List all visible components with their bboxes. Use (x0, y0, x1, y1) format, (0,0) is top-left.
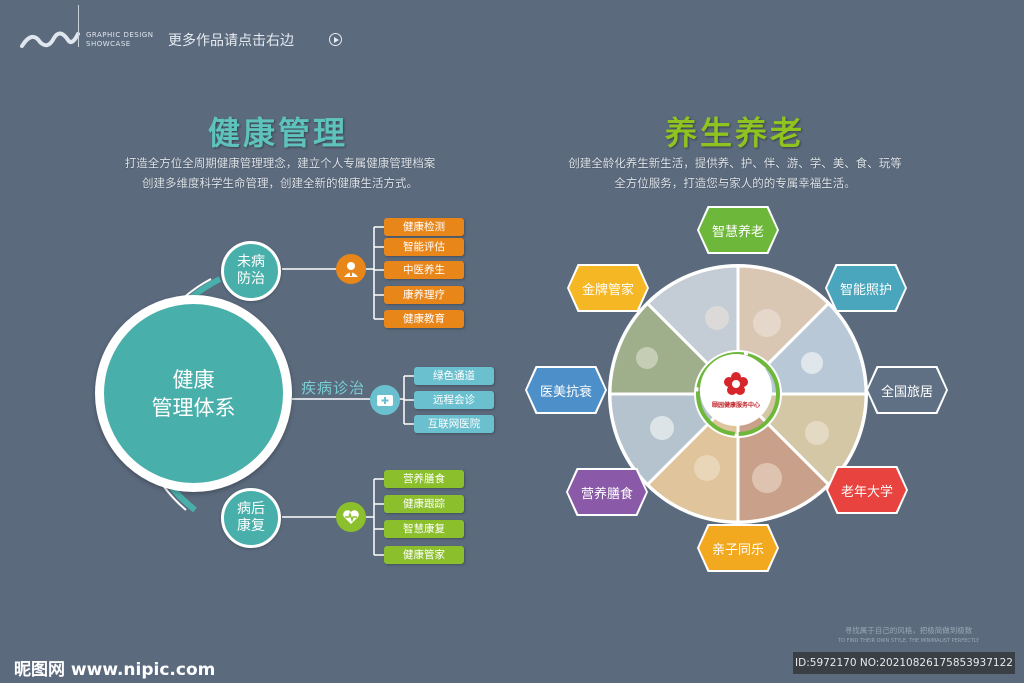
heart-pulse-icon (336, 502, 366, 532)
hex-nutrition-label: 营养膳食 (568, 470, 646, 514)
hex-butler-label: 金牌管家 (569, 266, 647, 310)
hex-beauty[interactable]: 医美抗衰 (525, 366, 607, 414)
recovery-line2: 康复 (237, 518, 265, 534)
center-line2: 管理体系 (151, 395, 236, 420)
tag-therapy: 康养理疗 (384, 286, 464, 304)
header-divider (78, 5, 79, 47)
footer-slogan: 寻找属于自己的风格，把极简做到极致 TO FIND THEIR OWN STYL… (838, 626, 979, 646)
hex-smart-care[interactable]: 智能照护 (825, 264, 907, 312)
health-system-circle: 健康 管理体系 (95, 295, 292, 492)
prevention-line2: 防治 (237, 271, 265, 287)
doctor-icon (336, 254, 366, 284)
logo-text: 颐园健康服务中心 (711, 402, 760, 409)
tag-green-channel: 绿色通道 (414, 367, 494, 385)
hex-family-fun-label: 亲子同乐 (699, 526, 777, 570)
hex-family-fun[interactable]: 亲子同乐 (697, 524, 779, 572)
hex-travel[interactable]: 全国旅居 (866, 366, 948, 414)
recovery-circle: 病后 康复 (221, 488, 281, 548)
tag-tracking: 健康跟踪 (384, 495, 464, 513)
right-desc: 创建全龄化养生新生活，提供养、护、伴、游、学、美、食、玩等 全方位服务，打造您与… (525, 153, 945, 193)
flower-logo-icon (724, 372, 748, 395)
tag-smart-eval: 智能评估 (384, 238, 464, 256)
left-desc-line2: 创建多维度科学生命管理，创建全新的健康生活方式。 (142, 176, 418, 190)
slogan-line2: TO FIND THEIR OWN STYLE, THE MINIMALIST … (838, 638, 980, 644)
brand-line1: GRAPHIC DESIGN (86, 31, 154, 39)
tag-internet-hospital: 互联网医院 (414, 415, 494, 433)
hex-smart-elderly[interactable]: 智慧养老 (697, 206, 779, 254)
hex-butler[interactable]: 金牌管家 (567, 264, 649, 312)
medkit-icon (370, 385, 400, 415)
brand-line2: SHOWCASE (86, 40, 131, 48)
center-line1: 健康 (172, 367, 215, 392)
hex-nutrition[interactable]: 营养膳食 (566, 468, 648, 516)
tag-tcm: 中医养生 (384, 261, 464, 279)
hex-senior-univ[interactable]: 老年大学 (826, 466, 908, 514)
right-desc-line2: 全方位服务，打造您与家人的的专属幸福生活。 (614, 176, 856, 190)
watermark: 昵图网 www.nipic.com (14, 660, 216, 680)
prevention-circle: 未病 防治 (221, 241, 281, 301)
hex-smart-care-label: 智能照护 (827, 266, 905, 310)
id-bar: ID:5972170 NO:20210826175853937122 (793, 652, 1015, 674)
center-logo: 颐园健康服务中心 (700, 354, 772, 426)
tag-nutrition: 营养膳食 (384, 470, 464, 488)
tag-remote-consult: 远程会诊 (414, 391, 494, 409)
tag-health-check: 健康检测 (384, 218, 464, 236)
left-title: 健康管理 (208, 114, 349, 152)
recovery-line1: 病后 (237, 501, 265, 517)
more-works-link[interactable]: 更多作品请点击右边 (168, 33, 294, 49)
hex-beauty-label: 医美抗衰 (527, 368, 605, 412)
hex-smart-elderly-label: 智慧养老 (699, 208, 777, 252)
hex-travel-label: 全国旅居 (868, 368, 946, 412)
left-desc-line1: 打造全方位全周期健康管理理念，建立个人专属健康管理档案 (124, 156, 436, 170)
tag-smart-rehab: 智慧康复 (384, 520, 464, 538)
hex-senior-univ-label: 老年大学 (828, 468, 906, 512)
slogan-line1: 寻找属于自己的风格，把极简做到极致 (844, 626, 973, 635)
left-desc: 打造全方位全周期健康管理理念，建立个人专属健康管理档案 创建多维度科学生命管理，… (90, 153, 470, 193)
brand-logo (20, 31, 80, 48)
prevention-line1: 未病 (237, 254, 265, 270)
diagnosis-label: 疾病诊治 (301, 379, 366, 397)
right-desc-line1: 创建全龄化养生新生活，提供养、护、伴、游、学、美、食、玩等 (568, 156, 902, 170)
brand-text: GRAPHIC DESIGN SHOWCASE (86, 31, 153, 49)
play-icon[interactable] (329, 33, 342, 46)
tag-health-butler: 健康管家 (384, 546, 464, 564)
right-title: 养生养老 (665, 114, 806, 152)
tag-education: 健康教育 (384, 310, 464, 328)
